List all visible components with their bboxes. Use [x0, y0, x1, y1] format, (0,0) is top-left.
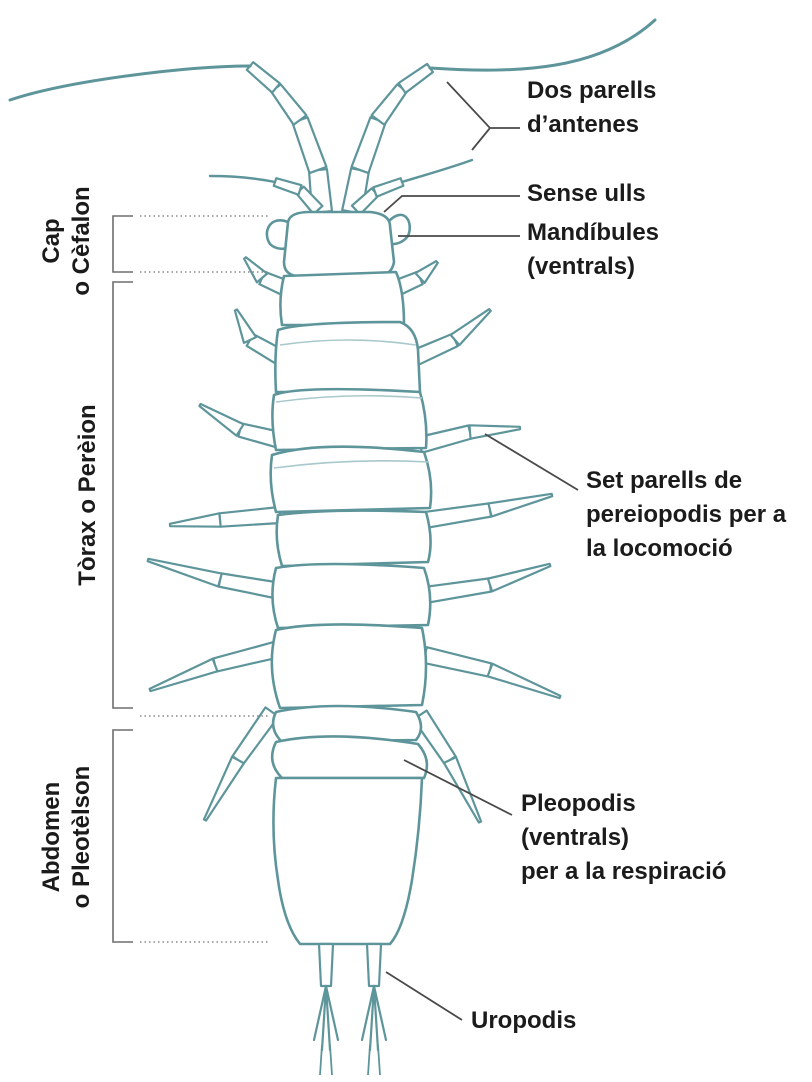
pereion-segment	[280, 272, 404, 325]
pereiopod-right-5	[424, 564, 551, 603]
antenna-segment	[372, 84, 407, 124]
pereion-segment	[271, 447, 431, 512]
bracket-head	[113, 216, 133, 272]
leg-segment	[451, 309, 491, 345]
leg-segment	[219, 573, 277, 597]
antenna-segment	[292, 117, 326, 173]
leader-uropods	[386, 972, 462, 1020]
pereiopod-left-4	[170, 507, 281, 527]
antenna-short-flagellum-left	[210, 176, 275, 182]
antenna-segment	[399, 64, 433, 93]
leg-segment	[488, 494, 552, 517]
leader-no-eyes	[384, 196, 520, 212]
bracket-thorax	[113, 282, 133, 708]
region-thorax-label: Tòrax o Perèion	[73, 404, 103, 585]
pleotelson	[273, 778, 422, 944]
pleon-segment	[272, 736, 427, 778]
antenna-segment	[247, 62, 280, 92]
pereiopod-right-4	[424, 494, 552, 528]
leg-segment	[148, 559, 222, 587]
uropod-left	[314, 944, 338, 1075]
pereiopod-right-6	[423, 647, 560, 698]
leg-segment	[423, 647, 491, 676]
body-segments	[267, 212, 431, 944]
pereion-segment	[275, 322, 420, 392]
antenna-flagellum-left	[10, 66, 250, 100]
leg-segment	[488, 664, 561, 698]
leg-segment	[170, 513, 221, 526]
label-antennae: Dos parells d’antenes	[527, 74, 656, 142]
pereiopod-left-3	[199, 404, 282, 448]
label-no-eyes: Sense ulls	[527, 177, 646, 211]
antenna-segment	[373, 178, 403, 196]
leg-segment	[424, 503, 491, 528]
antenna-segment	[352, 117, 386, 173]
label-uropods: Uropodis	[471, 1004, 576, 1038]
pereion-segment	[272, 624, 426, 708]
uropod-tip	[368, 1045, 380, 1075]
uropods	[314, 944, 386, 1075]
pereion-segment	[272, 564, 430, 628]
bracket-abdomen	[113, 730, 133, 942]
uropod-right	[362, 944, 386, 1075]
uropod-base	[319, 944, 333, 986]
pereion-segment	[277, 511, 431, 566]
region-head-label: Cap o Cèfalon	[37, 186, 97, 295]
leg-segment	[235, 309, 256, 342]
leg-segment	[213, 642, 277, 671]
leader-antennae	[447, 82, 520, 150]
pereiopod-left-6	[150, 642, 277, 691]
label-pereiopods: Set parells de pereiopodis per a la loco…	[586, 464, 786, 566]
label-pleopods: Pleopodis (ventrals) per a la respiració	[521, 787, 726, 889]
leg-segment	[424, 578, 491, 603]
leg-segment	[199, 404, 243, 436]
pereiopod-right-3	[418, 425, 520, 452]
leg-segment	[204, 757, 244, 821]
uropod-base	[367, 944, 381, 986]
antenna-short-flagellum-right	[402, 160, 472, 182]
leg-segment	[150, 659, 218, 691]
antenna-segment	[274, 178, 302, 195]
head-segment	[284, 212, 394, 276]
label-mandibles: Mandíbules (ventrals)	[527, 216, 659, 284]
antenna-segment	[271, 84, 306, 124]
leg-segment	[219, 507, 280, 527]
leg-segment	[488, 564, 551, 592]
leader-pereiopods	[485, 434, 578, 490]
pereion-segment	[272, 389, 426, 450]
pereiopod-left-7	[204, 707, 279, 820]
region-abdomen-label: Abdomen o Pleotèlson	[37, 766, 97, 909]
antenna-flagellum-right	[430, 20, 655, 70]
leg-segment	[469, 425, 520, 438]
pereiopod-left-5	[148, 559, 277, 598]
uropod-tip	[320, 1045, 332, 1075]
